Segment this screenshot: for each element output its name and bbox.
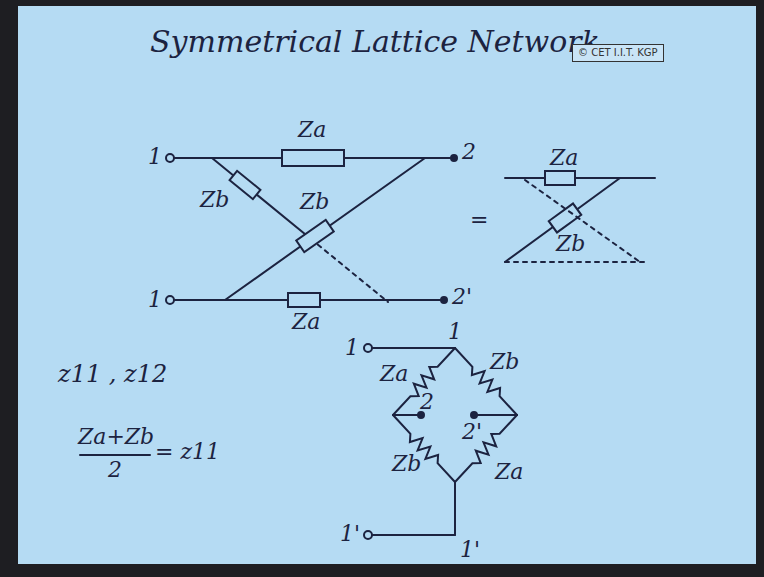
circuit-label: 1 — [345, 336, 359, 360]
circuit-label: Za — [550, 146, 578, 170]
circuit-label: 1' — [460, 538, 480, 562]
circuit-label: 1 — [148, 288, 162, 312]
wire — [475, 414, 517, 416]
terminal — [364, 344, 372, 352]
impedance-symbol — [230, 171, 261, 199]
fraction-bar — [80, 454, 150, 456]
badge-text: © CET I.I.T. KGP — [578, 47, 658, 59]
circuit-label: Za+Zb — [78, 425, 154, 449]
terminal — [471, 412, 477, 418]
slide-title: Symmetrical Lattice Network. — [150, 24, 609, 60]
impedance-symbol — [545, 171, 575, 185]
circuit-label: 2 — [420, 390, 434, 414]
circuit-label: Za — [298, 118, 326, 142]
wire — [393, 414, 420, 416]
terminal — [166, 154, 174, 162]
terminal — [451, 155, 457, 161]
impedance-symbol — [296, 220, 334, 252]
circuit-label: z11 , z12 — [58, 362, 167, 386]
wire — [372, 347, 455, 349]
circuit-label: 2 — [108, 458, 122, 482]
circuit-label: Za — [380, 362, 408, 386]
terminal — [441, 297, 447, 303]
impedance-symbol — [288, 293, 320, 307]
resistor-symbol — [393, 415, 455, 482]
circuit-label: 1' — [340, 522, 360, 546]
wire — [505, 178, 620, 262]
circuit-label: Zb — [200, 188, 229, 212]
wire — [225, 158, 425, 300]
dashed-wire — [505, 261, 645, 263]
circuit-label: Zb — [556, 232, 585, 256]
circuit-label: = — [470, 208, 488, 232]
slide-background — [18, 6, 756, 564]
impedance-symbol — [282, 150, 344, 166]
circuit-label: Zb — [300, 190, 329, 214]
dashed-wire — [311, 239, 388, 302]
circuit-label: Zb — [392, 452, 421, 476]
dashed-wire — [525, 180, 640, 262]
circuit-label: 2' — [462, 420, 482, 444]
circuit-label: = z11 — [155, 440, 220, 464]
terminal — [364, 531, 372, 539]
wire — [454, 482, 456, 535]
copyright-badge: © CET I.I.T. KGP — [572, 44, 664, 62]
circuit-label: 2' — [452, 285, 472, 309]
circuit-label: Za — [292, 310, 320, 334]
wire — [372, 534, 455, 536]
terminal — [166, 296, 174, 304]
circuit-label: Zb — [490, 350, 519, 374]
circuit-label: Za — [495, 460, 523, 484]
circuit-label: 1 — [148, 145, 162, 169]
wire — [505, 177, 655, 179]
circuit-label: 2 — [462, 140, 476, 164]
circuit-label: 1 — [448, 320, 462, 344]
